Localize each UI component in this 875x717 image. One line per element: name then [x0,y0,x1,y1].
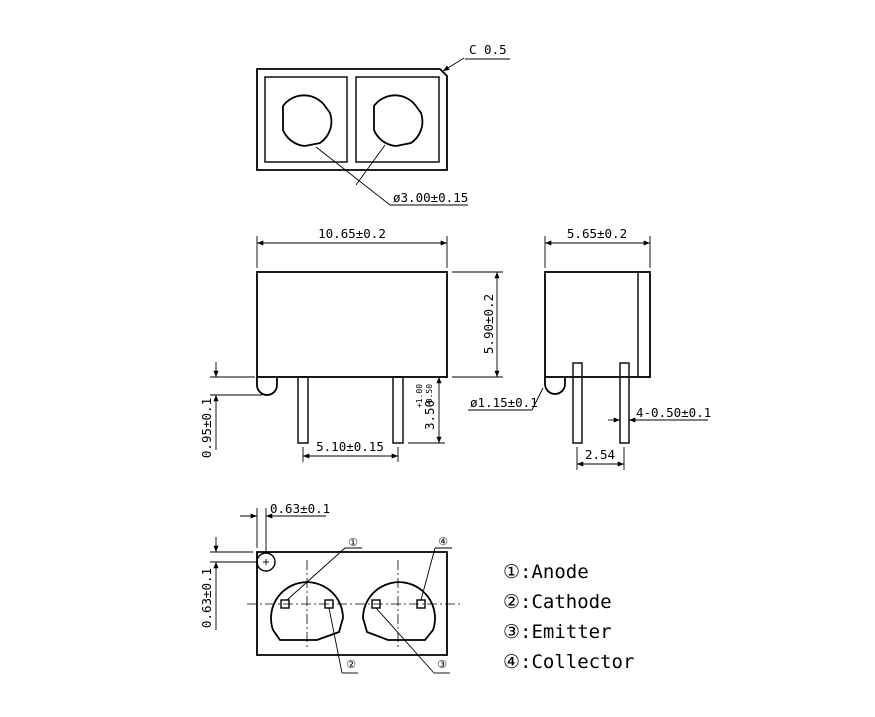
pin-2-leader [328,607,343,674]
lead-length-tol-lower: -0.50 [425,384,434,408]
pin-1-leader [286,547,346,601]
front-view-bump [256,377,278,396]
legend-name: :Collector [520,651,634,673]
bottom-view-right-lens [362,581,436,641]
pin-1 [280,599,290,609]
lead-spacing-label: 5.10±0.15 [316,439,384,454]
legend-number: ④ [503,651,520,673]
side-view: 5.65±0.2 ø1.15±0.1 4-0.50±0.1 2.54 [468,226,711,470]
pin-legend: ①:Anode ②:Cathode ③:Emitter ④:Collector [503,561,634,673]
side-view-bump [544,377,566,395]
bump-height-label: 0.95±0.1 [199,398,214,458]
front-view-body [256,271,448,378]
side-view-lead-right [619,362,630,444]
pin-3-leader [375,607,435,674]
front-view-lead-left [297,376,309,444]
legend-number: ② [503,591,520,613]
front-width-label: 10.65±0.2 [318,226,386,241]
lead-length-label: 3.50 [422,400,437,430]
side-view-body [544,271,651,378]
lead-length-tol-upper: +1.00 [415,384,424,408]
legend-item-collector: ④:Collector [503,651,634,673]
side-view-lead-left [572,362,583,444]
side-bump-label: ø1.15±0.1 [470,395,538,410]
hole-leader-right [355,144,386,186]
pitch-label: 2.54 [585,447,615,462]
hole-leader-left [315,146,391,206]
legend-number: ③ [503,621,520,643]
top-view: C 0.5 ø3.00±0.15 [256,42,510,206]
bump-leader [531,387,544,411]
top-view-left-hole [282,94,333,147]
bottom-view-left-lens [270,581,344,641]
legend-item-emitter: ③:Emitter [503,621,612,643]
bottom-view: ① ② ③ ④ 0.63±0.1 0.63±0.1 [199,501,462,674]
hole-diameter-label: ø3.00±0.15 [393,190,468,205]
front-view: 10.65±0.2 5.90±0.2 3.50 +1.00 -0.50 5.10… [199,226,503,462]
chamfer-leader [442,57,465,72]
front-view-lead-right [392,376,404,444]
legend-name: :Cathode [520,591,612,613]
side-width-label: 5.65±0.2 [567,226,627,241]
front-height-label: 5.90±0.2 [481,294,496,354]
lead-thickness-label: 4-0.50±0.1 [636,405,711,420]
top-view-right-hole [373,94,424,147]
chamfer-label: C 0.5 [469,42,507,57]
legend-item-cathode: ②:Cathode [503,591,612,613]
pin-4-marker: ④ [438,535,448,548]
pin-4-leader [420,547,436,601]
bottom-view-outline [256,551,448,656]
pin-2-marker: ② [346,658,356,671]
legend-number: ① [503,561,520,583]
pin-1-marker: ① [348,536,358,549]
legend-name: :Emitter [520,621,612,643]
offset-x-label: 0.63±0.1 [270,501,330,516]
legend-name: :Anode [520,561,589,583]
top-view-outline [256,68,448,171]
top-view-left-cavity [264,76,348,163]
top-view-right-cavity [355,76,440,163]
legend-item-anode: ①:Anode [503,561,589,583]
pin-3-marker: ③ [437,658,447,671]
offset-y-label: 0.63±0.1 [199,568,214,628]
